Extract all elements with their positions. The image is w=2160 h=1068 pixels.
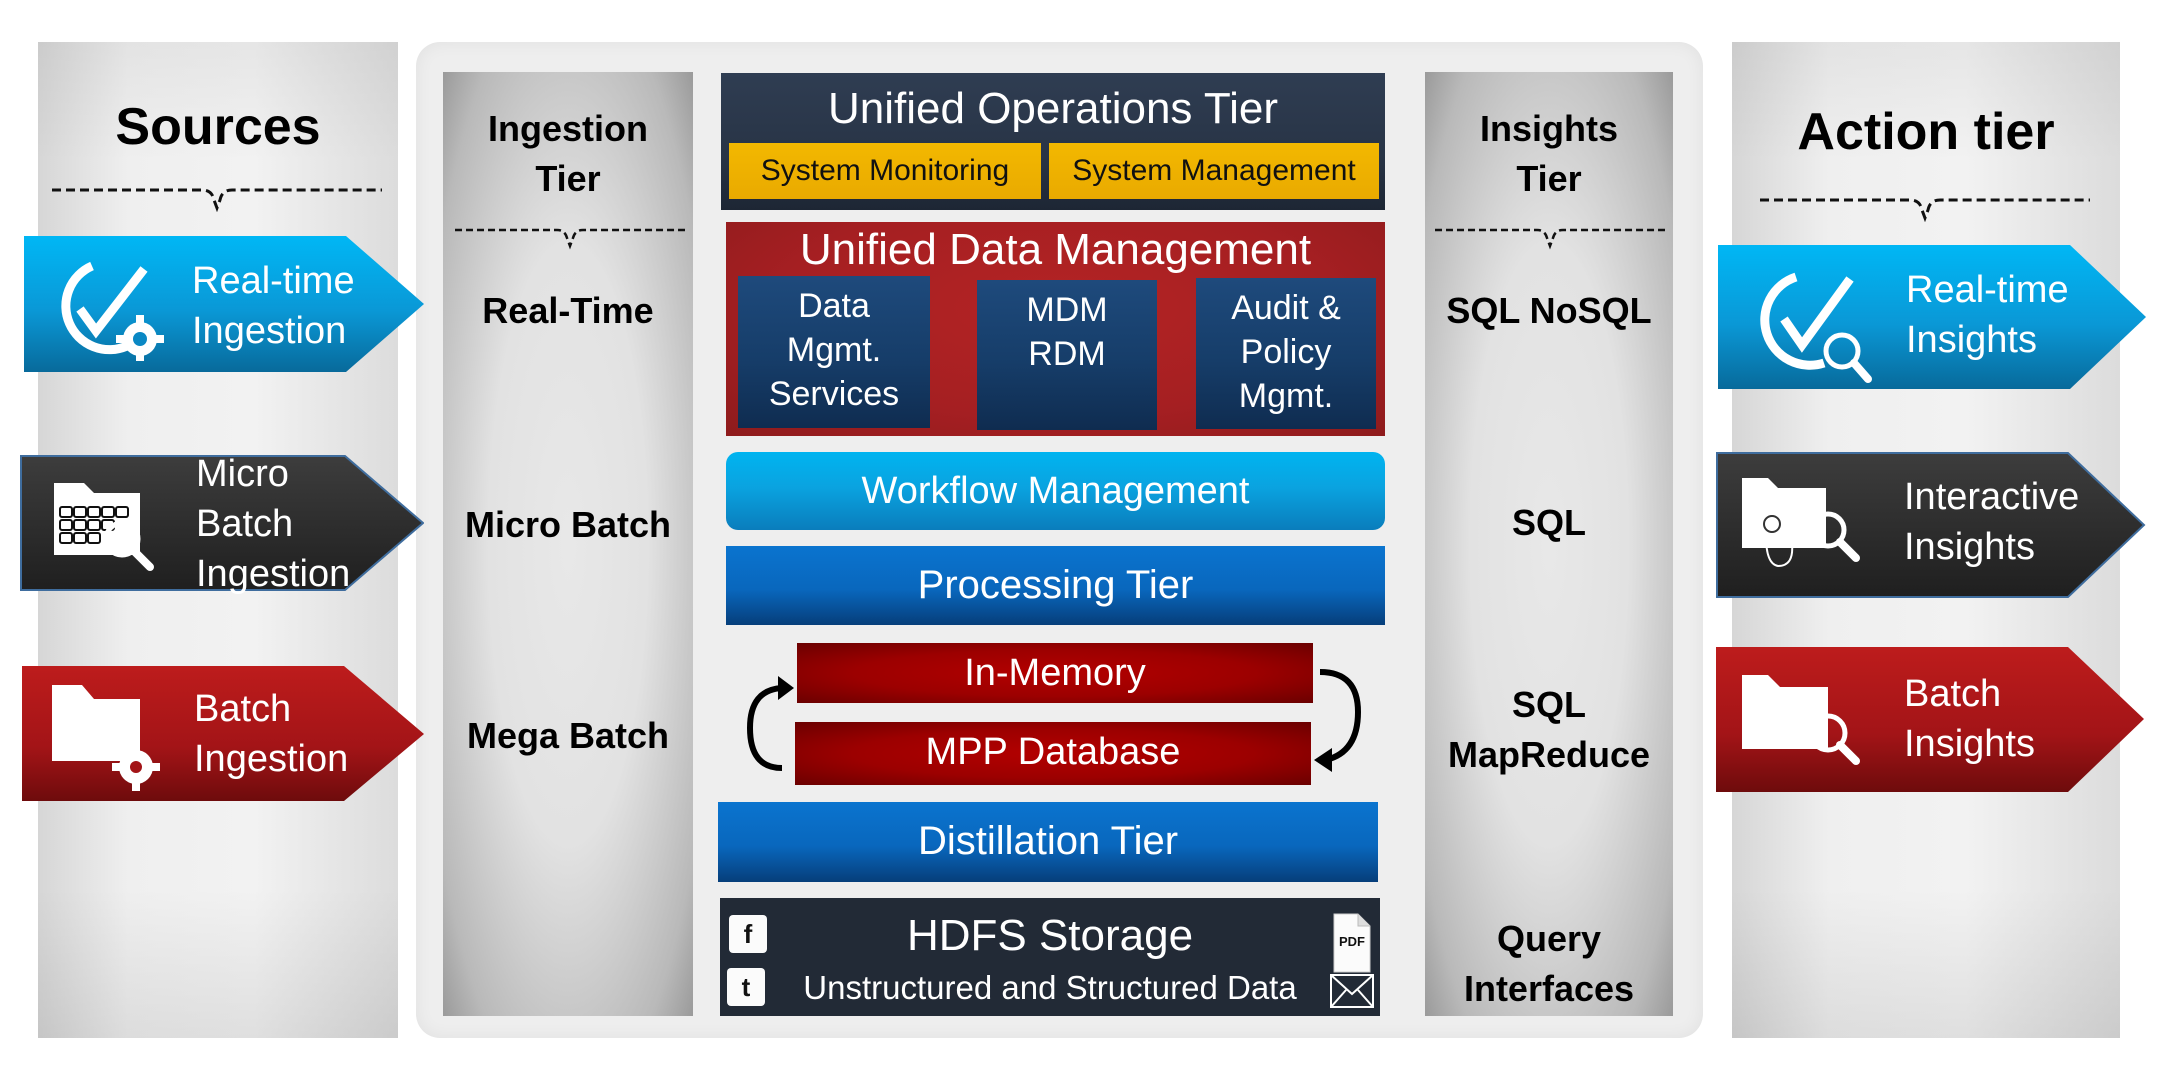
source-item-micro-batch-ingestion[interactable]: Micro Batch Ingestion	[20, 453, 424, 595]
action-item-line1: Batch	[1904, 673, 2002, 715]
action-item-line1: Real-time	[1906, 269, 2069, 311]
action-tier-title: Action tier	[1797, 103, 2055, 161]
insights-label-sql: SQL	[1511, 502, 1586, 543]
unified-operations-tier[interactable]: Unified Operations Tier System Monitorin…	[721, 73, 1385, 210]
action-item-interactive-insights[interactable]: Interactive Insights	[1716, 452, 2146, 598]
clock-check-gear-icon	[61, 261, 164, 361]
source-item-line2: Ingestion	[192, 310, 347, 352]
source-item-line1: Micro	[196, 453, 289, 495]
envelope-icon	[1330, 974, 1374, 1008]
source-item-line2: Batch	[196, 503, 294, 545]
ingestion-tier-column: Ingestion Tier Real-Time Micro Batch Meg…	[443, 72, 693, 1016]
data-mgmt-services-box[interactable]: Data Mgmt. Services	[738, 276, 930, 428]
action-item-line2: Insights	[1904, 526, 2035, 568]
cycle-arrow-left-icon	[746, 676, 794, 771]
data-management-title: Unified Data Management	[799, 225, 1312, 274]
sources-brace	[52, 188, 382, 212]
distillation-tier[interactable]: Distillation Tier	[718, 802, 1378, 882]
hdfs-title: HDFS Storage	[906, 911, 1194, 960]
sources-title: Sources	[115, 98, 321, 156]
ingestion-label-micro-batch: Micro Batch	[464, 504, 672, 545]
source-item-line1: Real-time	[192, 260, 355, 302]
system-management-box[interactable]: System Management	[1049, 143, 1379, 199]
action-item-realtime-insights[interactable]: Real-time Insights	[1718, 245, 2146, 389]
folder-grid-search-icon	[54, 483, 154, 571]
cycle-arrow-right-icon	[1314, 669, 1362, 772]
audit-policy-mgmt-box[interactable]: Audit & Policy Mgmt.	[1196, 278, 1376, 429]
folder-search-icon	[1742, 675, 1860, 765]
insights-tier-title: Insights Tier	[1479, 108, 1618, 199]
ingestion-label-mega-batch: Mega Batch	[466, 715, 670, 756]
ingestion-tier-title: Ingestion Tier	[488, 108, 648, 199]
insights-brace	[1435, 228, 1665, 250]
arrow-shape	[1716, 647, 2144, 792]
hdfs-subtitle: Unstructured and Structured Data	[803, 969, 1297, 1006]
folder-touch-search-icon	[1742, 478, 1860, 568]
action-item-line1: Interactive	[1904, 476, 2080, 518]
operations-title: Unified Operations Tier	[828, 84, 1278, 133]
workflow-management[interactable]: Workflow Management	[726, 452, 1385, 530]
action-item-batch-insights[interactable]: Batch Insights	[1716, 647, 2144, 792]
insights-tier-column: Insights Tier SQL NoSQL SQL SQL MapReduc…	[1425, 72, 1673, 1016]
mdm-rdm-box[interactable]: MDM RDM	[977, 280, 1157, 430]
twitter-icon: t	[727, 968, 765, 1006]
insights-label-query-interfaces: Query Interfaces	[1463, 918, 1635, 1009]
ingestion-brace	[455, 228, 685, 250]
in-memory-box[interactable]: In-Memory	[797, 643, 1313, 703]
source-item-batch-ingestion[interactable]: Batch Ingestion	[22, 666, 424, 801]
processing-tier[interactable]: Processing Tier	[726, 546, 1385, 625]
pdf-file-icon	[1333, 913, 1371, 973]
unified-data-management[interactable]: Unified Data Management Data Mgmt. Servi…	[726, 222, 1385, 436]
source-item-line3: Ingestion	[196, 553, 351, 595]
hdfs-storage[interactable]: HDFS Storage Unstructured and Structured…	[720, 898, 1380, 1016]
source-item-realtime-ingestion[interactable]: Real-time Ingestion	[24, 236, 424, 372]
source-item-line2: Ingestion	[194, 738, 349, 780]
ingestion-label-realtime: Real-Time	[482, 290, 654, 331]
folder-gear-icon	[52, 685, 160, 791]
clock-check-search-icon	[1760, 272, 1872, 383]
mpp-database-box[interactable]: MPP Database	[795, 722, 1311, 785]
action-item-line2: Insights	[1906, 319, 2037, 361]
source-item-line1: Batch	[194, 688, 292, 730]
insights-label-sql-nosql: SQL NoSQL	[1446, 290, 1652, 331]
facebook-icon: f	[729, 915, 767, 953]
pdf-label: PDF	[1339, 934, 1365, 949]
action-brace	[1760, 198, 2090, 222]
action-item-line2: Insights	[1904, 723, 2035, 765]
system-monitoring-box[interactable]: System Monitoring	[729, 143, 1041, 199]
insights-label-sql-mapreduce: SQL MapReduce	[1447, 684, 1651, 775]
